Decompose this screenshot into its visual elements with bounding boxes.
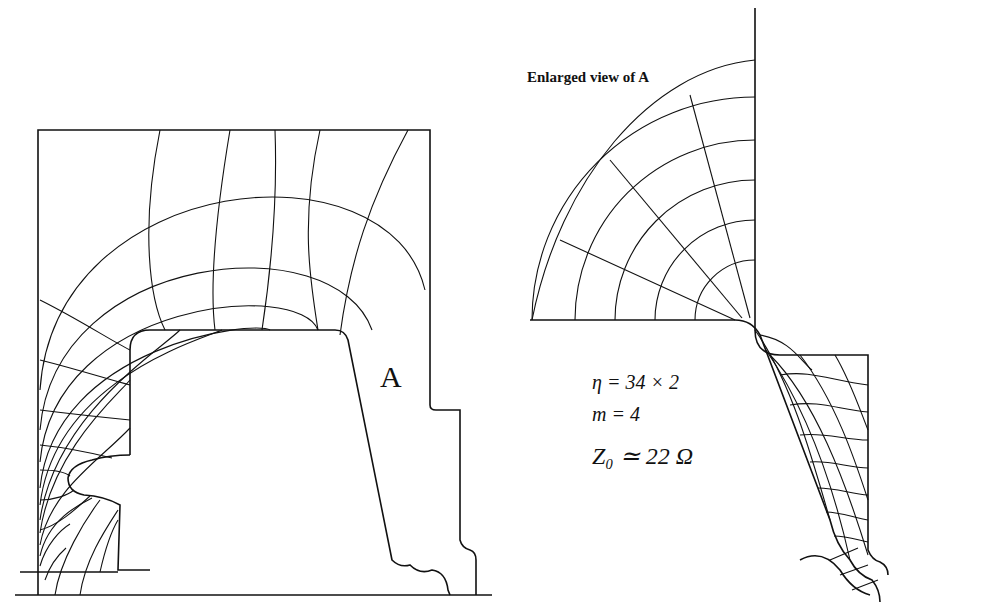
- impedance-note: Z₀ ≃ 22 Ω: [592, 444, 693, 468]
- cavity-outline: [15, 8, 888, 602]
- parameter-note: η = 34 × 2: [592, 372, 679, 392]
- view-caption: Enlarged view of A: [527, 70, 649, 85]
- region-letter: A: [380, 362, 402, 392]
- parameter-note: m = 4: [592, 404, 640, 424]
- field-lines: [40, 60, 878, 595]
